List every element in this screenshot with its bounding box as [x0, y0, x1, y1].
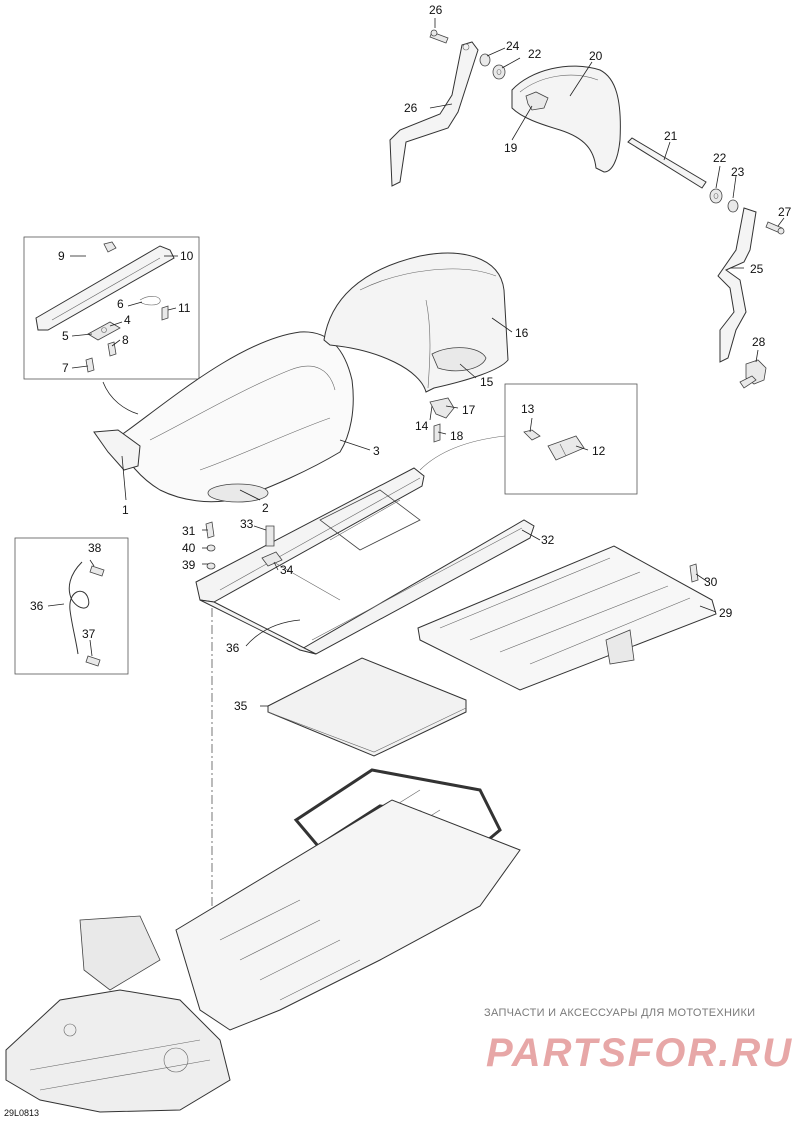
callout-36: 36	[30, 599, 44, 613]
callout-10: 10	[180, 249, 194, 263]
callout-22-right: 22	[713, 151, 727, 165]
callout-2: 2	[262, 501, 269, 515]
callout-labels: 26 24 22 20 26 19 21 22 23 27 25 28 9 10…	[30, 3, 792, 713]
callout-9: 9	[58, 249, 65, 263]
callout-31: 32	[541, 533, 555, 547]
seat-nose-1	[93, 429, 141, 471]
rod-21	[627, 137, 707, 189]
callout-20: 20	[589, 49, 603, 63]
knob-27	[739, 359, 767, 389]
latch-4-5	[87, 321, 121, 341]
latch-plate-10	[35, 245, 175, 331]
callout-26-right: 27	[778, 205, 792, 219]
drawing-code: 29L0813	[4, 1108, 39, 1118]
bolt-26-right	[765, 221, 785, 235]
callout-40: 40	[182, 541, 196, 555]
callout-16: 16	[515, 326, 529, 340]
callout-13: 13	[521, 402, 535, 416]
backrest-bracket-right	[717, 207, 757, 363]
callout-15: 15	[480, 375, 494, 389]
backrest-pad-20	[511, 65, 621, 173]
callout-38: 38	[88, 541, 102, 555]
callout-6: 6	[117, 297, 124, 311]
hinge-17	[429, 397, 455, 419]
watermark-tagline: ЗАПЧАСТИ И АКСЕССУАРЫ ДЛЯ МОТОТЕХНИКИ	[484, 1007, 755, 1019]
backrest-housing-16	[323, 252, 509, 393]
callout-33: 34	[280, 563, 294, 577]
callout-18: 18	[450, 429, 464, 443]
inset-box-tether	[14, 537, 129, 675]
screw-18	[433, 423, 441, 443]
callout-25: 26	[404, 101, 418, 115]
fastener-32-33	[261, 525, 283, 567]
leader-lines	[47, 18, 785, 707]
screws-7-8-11	[85, 305, 169, 373]
callout-17: 17	[462, 403, 476, 417]
callout-7: 7	[62, 361, 69, 375]
callout-12: 12	[592, 444, 606, 458]
spring-6	[139, 296, 161, 306]
storage-tray-28	[417, 545, 717, 691]
callout-11: 11	[178, 301, 191, 315]
callout-35: 36	[226, 641, 240, 655]
callout-5: 5	[62, 329, 69, 343]
callout-23-top: 24	[506, 39, 520, 53]
fasteners-30-39-40	[205, 521, 216, 570]
screw-29	[689, 563, 699, 583]
watermark-logo: PARTSFOR.RU	[486, 1031, 793, 1075]
seat-cushion-3	[119, 331, 354, 503]
washers-22-23-right	[709, 188, 739, 213]
backrest-bracket-left	[389, 41, 479, 187]
washers-22-23-top	[479, 53, 506, 80]
callout-29: 30	[704, 575, 718, 589]
chassis-tunnel	[175, 799, 521, 1031]
inset-box-hinge	[504, 383, 638, 495]
callout-26-top: 26	[429, 3, 443, 17]
callout-14: 14	[415, 419, 429, 433]
callout-1: 1	[122, 503, 129, 517]
callout-34: 35	[234, 699, 248, 713]
callout-23-right: 23	[731, 165, 745, 179]
callout-37: 37	[82, 627, 96, 641]
screw-13	[523, 429, 541, 441]
chassis-front	[5, 915, 231, 1113]
nut-9	[103, 241, 117, 253]
callout-8: 8	[122, 333, 129, 347]
inset-box-latch	[23, 236, 200, 380]
callout-3: 3	[373, 444, 380, 458]
callout-39: 39	[182, 558, 196, 572]
callout-22-top: 22	[528, 47, 542, 61]
callout-19: 19	[504, 141, 518, 155]
seat-label-2	[207, 483, 269, 503]
hinge-12	[547, 435, 585, 461]
tether-clips-37-38	[85, 565, 105, 667]
seat-base-31	[195, 467, 535, 655]
callout-27: 28	[752, 335, 766, 349]
callout-28: 29	[719, 606, 733, 620]
foam-pad-34	[267, 657, 467, 757]
callout-32: 33	[240, 517, 254, 531]
tether-cord-36	[68, 561, 90, 655]
bolt-26-top	[429, 29, 449, 44]
watermark: ЗАПЧАСТИ И АКСЕССУАРЫ ДЛЯ МОТОТЕХНИКИ PA…	[484, 1007, 793, 1075]
callout-24: 25	[750, 262, 764, 276]
callout-21: 21	[664, 129, 678, 143]
label-15	[431, 347, 487, 372]
callout-30: 31	[182, 524, 196, 538]
callout-4: 4	[124, 313, 131, 327]
